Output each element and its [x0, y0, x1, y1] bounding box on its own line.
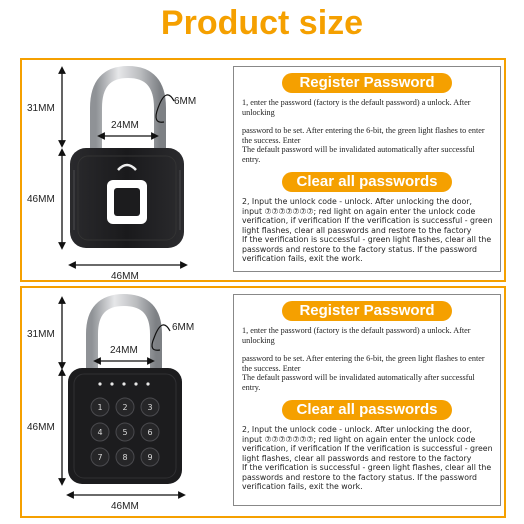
keypad-button — [140, 447, 160, 467]
dim-shackle-height: 31MM — [27, 329, 55, 340]
keypad-button — [115, 447, 135, 467]
clear-text: 2, Input the unlock code - unlock. After… — [242, 425, 493, 491]
shackle — [86, 293, 162, 374]
keypad-button — [115, 397, 135, 417]
register-text: password to be set. After entering the 6… — [242, 354, 485, 373]
register-text: The default password will be invalidated… — [242, 145, 475, 164]
keypad: 1 2 3 4 5 6 7 8 9 — [90, 397, 160, 467]
keypad-digit: 5 — [122, 428, 127, 437]
register-text: 1, enter the password (factory is the de… — [242, 326, 471, 345]
dim-inner-width: 24MM — [111, 120, 139, 131]
dim-inner-width: 24MM — [110, 345, 138, 356]
keypad-digit: 9 — [147, 453, 152, 462]
shackle — [90, 65, 166, 156]
register-password-heading: Register Password — [282, 301, 452, 321]
dim-shackle-height: 31MM — [27, 103, 55, 114]
dim-shackle-diameter: 6MM — [174, 96, 197, 107]
dim-body-height: 46MM — [27, 422, 55, 433]
keypad-digit: 2 — [122, 403, 127, 412]
keypad-digit: 8 — [122, 453, 127, 462]
keypad-button — [115, 422, 135, 442]
keypad-digit: 6 — [147, 428, 152, 437]
register-password-heading: Register Password — [282, 73, 452, 93]
register-text: password to be set. After entering the 6… — [242, 126, 485, 145]
keypad-digit: 3 — [147, 403, 152, 412]
keypad-digit: 7 — [97, 453, 102, 462]
keypad-button — [140, 397, 160, 417]
instructions-box-1: Register Password 1, enter the password … — [233, 66, 501, 272]
dim-body-width: 46MM — [111, 501, 139, 512]
page-title: Product size — [160, 4, 364, 42]
keypad-button — [90, 397, 110, 417]
led-dots — [98, 382, 150, 386]
register-text: The default password will be invalidated… — [242, 373, 475, 392]
keypad-button — [90, 447, 110, 467]
led-indicator — [117, 163, 137, 171]
clear-passwords-heading: Clear all passwords — [282, 172, 452, 192]
keypad-button — [90, 422, 110, 442]
clear-passwords-heading: Clear all passwords — [282, 400, 452, 420]
keypad-digit: 4 — [97, 428, 102, 437]
register-text: 1, enter the password (factory is the de… — [242, 98, 471, 117]
keypad-digit: 1 — [97, 403, 102, 412]
dim-shackle-diameter: 6MM — [172, 322, 195, 333]
instructions-box-2: Register Password 1, enter the password … — [233, 294, 501, 506]
keypad-button — [140, 422, 160, 442]
clear-text: 2, Input the unlock code - unlock. After… — [242, 197, 493, 263]
dim-body-height: 46MM — [27, 194, 55, 205]
dim-body-width: 46MM — [111, 271, 139, 282]
